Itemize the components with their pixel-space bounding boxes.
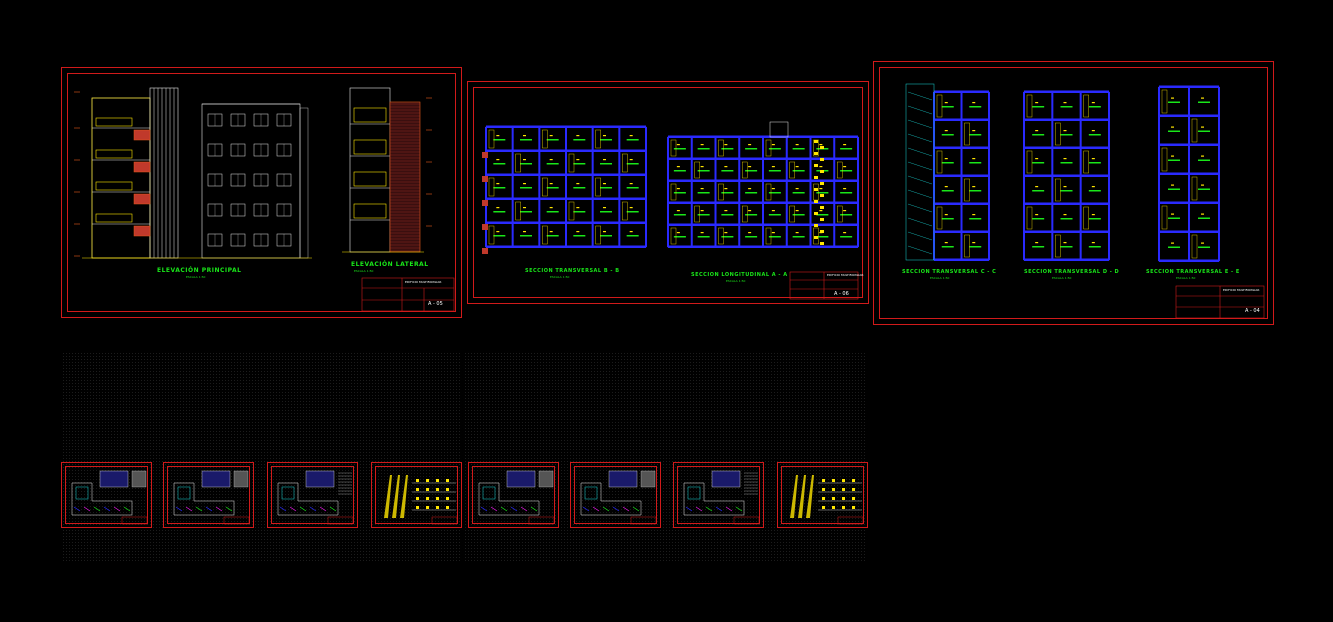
scale-section-cc: ESCALA 1:50 xyxy=(930,276,950,280)
elevations-drawing xyxy=(74,87,455,312)
sheet-inner-border xyxy=(781,466,864,524)
scale-section-ee: ESCALA 1:50 xyxy=(1176,276,1196,280)
scale-elevation-lateral: ESCALA 1:50 xyxy=(354,269,374,273)
mini-sheet-plan2[interactable] xyxy=(570,462,661,528)
title-section-dd: SECCION TRANSVERSAL D - D xyxy=(1024,269,1120,275)
sheet-inner-border xyxy=(574,466,657,524)
sheet-inner-border xyxy=(879,67,1268,319)
title-section-ee: SECCION TRANSVERSAL E - E xyxy=(1146,269,1240,275)
titleblock-sheet-number: A - 05 xyxy=(428,301,443,307)
title-elevation-lateral: ELEVACIÓN LATERAL xyxy=(351,261,429,268)
sheet-inner-border xyxy=(677,466,760,524)
mini-sheet-drawing xyxy=(384,475,458,525)
sheet-inner-border xyxy=(271,466,354,524)
titleblock-sheet-number: A - 04 xyxy=(1245,308,1260,314)
mini-sheet-drawing xyxy=(173,470,250,525)
scale-elevation-main: ESCALA 1:50 xyxy=(186,275,206,279)
scale-section-bb: ESCALA 1:50 xyxy=(550,275,570,279)
titleblock-project: EDIFICIO MULTIFAMILIAR xyxy=(1223,288,1260,292)
layout-grid-right xyxy=(464,352,866,562)
mini-sheet-drawing xyxy=(790,475,864,525)
scale-section-aa: ESCALA 1:50 xyxy=(726,279,746,283)
mini-sheet-plan3[interactable] xyxy=(673,462,764,528)
sheet-inner-border xyxy=(472,466,555,524)
sheet-inner-border xyxy=(65,466,148,524)
mini-sheet-drawing xyxy=(478,470,555,525)
mini-sheet-riser[interactable] xyxy=(777,462,868,528)
titleblock-project: EDIFICIO MULTIFAMILIAR xyxy=(405,280,442,284)
sections-cde-drawing xyxy=(905,83,1265,319)
title-section-bb: SECCION TRANSVERSAL B - B xyxy=(525,268,620,274)
mini-sheet-drawing xyxy=(683,470,760,525)
sheet-sections-cde[interactable]: SECCION TRANSVERSAL C - C ESCALA 1:50 SE… xyxy=(873,61,1274,325)
sheet-inner-border xyxy=(375,466,458,524)
mini-sheet-plan3[interactable] xyxy=(267,462,358,528)
sheet-inner-border xyxy=(473,87,863,298)
sheet-inner-border xyxy=(167,466,250,524)
sections-ab-drawing xyxy=(482,121,859,300)
sheet-elevations[interactable]: ELEVACIÓN PRINCIPAL ESCALA 1:50 ELEVACIÓ… xyxy=(61,67,462,318)
mini-sheet-drawing xyxy=(580,470,657,525)
title-elevation-main: ELEVACIÓN PRINCIPAL xyxy=(157,267,242,274)
mini-sheet-plan[interactable] xyxy=(468,462,559,528)
title-section-aa: SECCION LONGITUDINAL A - A xyxy=(691,272,788,278)
mini-sheet-plan[interactable] xyxy=(61,462,152,528)
scale-section-dd: ESCALA 1:50 xyxy=(1052,276,1072,280)
sheet-sections-ab[interactable]: SECCION TRANSVERSAL B - B ESCALA 1:50 SE… xyxy=(467,81,869,304)
mini-sheet-drawing xyxy=(71,470,148,525)
title-section-cc: SECCION TRANSVERSAL C - C xyxy=(902,269,997,275)
sheet-inner-border xyxy=(67,73,456,312)
mini-sheet-drawing xyxy=(277,470,354,525)
mini-sheet-plan2[interactable] xyxy=(163,462,254,528)
titleblock-project: EDIFICIO MULTIFAMILIAR xyxy=(827,273,864,277)
layout-grid-left xyxy=(62,352,462,562)
titleblock-sheet-number: A - 06 xyxy=(834,291,849,297)
mini-sheet-riser[interactable] xyxy=(371,462,462,528)
